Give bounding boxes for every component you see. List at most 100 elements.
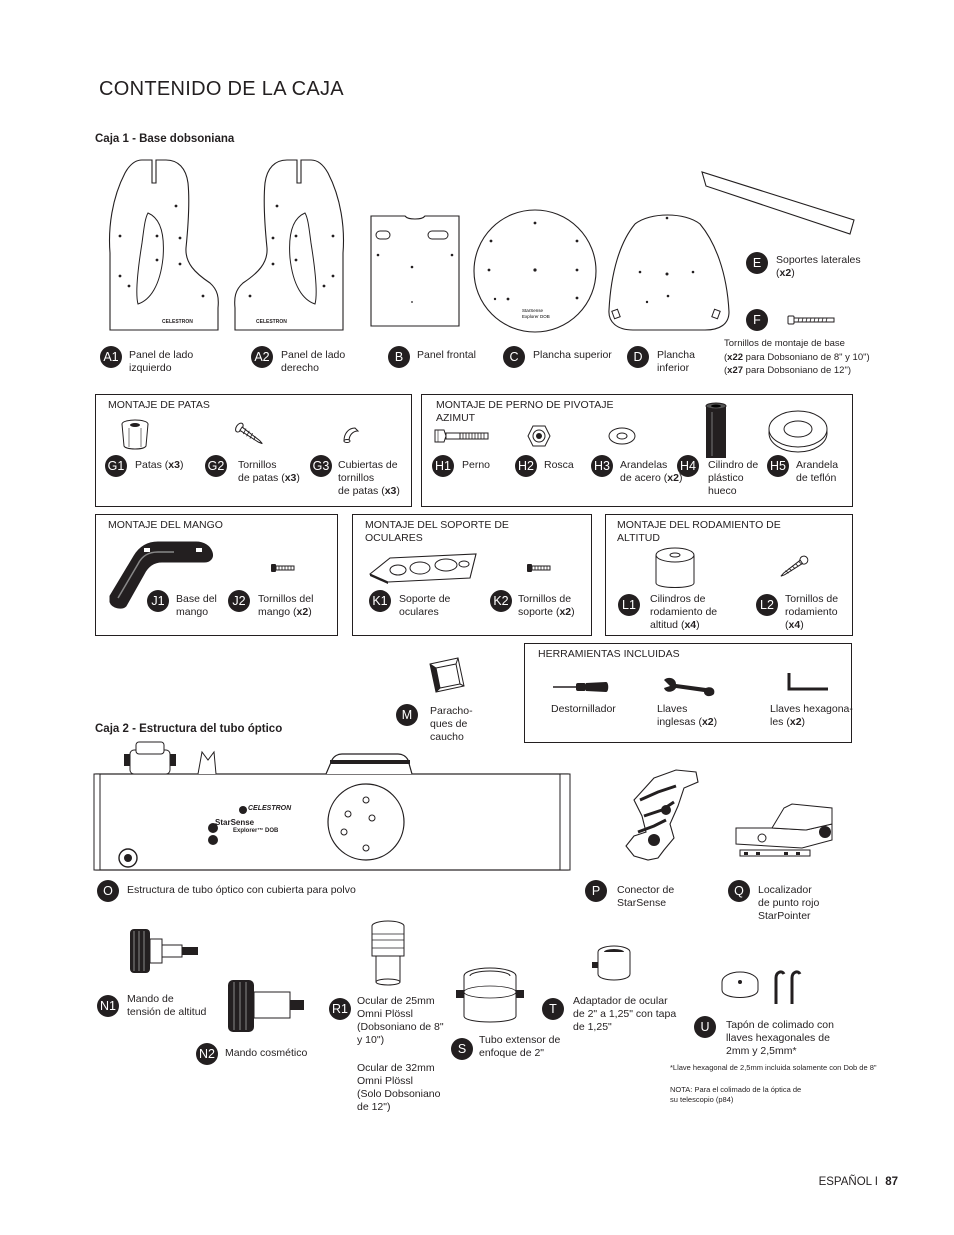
item-label: Arandela de teflón: [796, 459, 839, 484]
item-code-badge: E: [746, 252, 768, 274]
tube-model-line1: StarSense: [215, 818, 255, 827]
item-label: Arandelas de acero (x2): [620, 459, 683, 484]
item-code-badge: N1: [97, 995, 119, 1017]
top-plate-illustration: StarSense Explorer DOB: [473, 209, 597, 333]
item-code-badge: T: [542, 998, 564, 1020]
item-code-badge: H2: [515, 455, 537, 477]
eyepiece-illustration: [371, 920, 405, 986]
box-title: MONTAJE DEL SOPORTE DE OCULARES: [365, 519, 509, 544]
item-label-alt: Ocular de 32mm Omni Plössl (Solo Dobsoni…: [357, 1062, 441, 1113]
bearing-cylinder-illustration: [655, 547, 695, 588]
starpointer-illustration: [735, 803, 833, 857]
item-label: Tornillos de rodamiento (x4): [785, 593, 839, 631]
item-code-badge: A2: [251, 346, 273, 368]
item-label: Tapón de colimado con llaves hexagonales…: [726, 1019, 834, 1057]
page-number: 87: [885, 1176, 898, 1188]
hex-key-illustration: [787, 673, 828, 691]
azimuth-pivot-box: MONTAJE DE PERNO DE PIVOTAJE AZIMUT: [421, 394, 853, 507]
box-title: MONTAJE DEL RODAMIENTO DE ALTITUD: [617, 519, 781, 544]
focus-extension-tube-illustration: [456, 967, 524, 1023]
item-label: Localizador de punto rojo StarPointer: [758, 884, 820, 922]
footnote-hex-key: *Llave hexagonal de 2,5mm incluida solam…: [670, 1063, 877, 1072]
item-code-badge: P: [585, 880, 607, 902]
screwdriver-illustration: [553, 682, 609, 692]
item-code-badge: S: [451, 1038, 473, 1060]
item-label: Panel frontal: [417, 349, 476, 361]
front-panel-illustration: [370, 215, 460, 327]
page-title: CONTENIDO DE LA CAJA: [99, 78, 344, 100]
tube-brand: CELESTRON: [248, 805, 292, 812]
item-code-badge: Q: [728, 880, 750, 902]
item-label: Adaptador de ocular de 2" a 1,25" con ta…: [573, 995, 677, 1033]
bolt-illustration: [434, 429, 489, 443]
item-code-badge: H4: [677, 455, 699, 477]
eyepiece-tray-illustration: [368, 553, 477, 584]
tray-screw-illustration: [527, 564, 551, 572]
item-code-badge: J1: [147, 590, 169, 612]
item-code-badge: R1: [329, 998, 351, 1020]
item-code-badge: N2: [196, 1043, 218, 1065]
base-screw-illustration: [787, 315, 835, 325]
wrench-illustration: [664, 677, 715, 697]
item-label: Cilindros de rodamiento de altitud (x4): [650, 593, 718, 631]
handle-base-illustration: [109, 541, 213, 609]
item-label: Cubiertas de tornillos de patas (x3): [338, 459, 400, 497]
item-label: Plancha inferior: [657, 349, 695, 374]
box2-subtitle: Caja 2 - Estructura del tubo óptico: [95, 723, 283, 735]
teflon-washer-illustration: [768, 410, 828, 453]
tool-label: Destornillador: [551, 703, 616, 715]
right-side-panel-illustration: [234, 159, 345, 331]
item-code-badge: F: [746, 309, 768, 331]
cosmetic-knob-illustration: [228, 980, 304, 1032]
item-label: Tubo extensor de enfoque de 2": [479, 1034, 561, 1059]
item-code-badge: H3: [591, 455, 613, 477]
item-code-badge: H1: [432, 455, 454, 477]
item-label: Cilindro de plástico hueco: [708, 459, 759, 497]
item-code-badge: L1: [618, 594, 640, 616]
eyepiece-adapter-illustration: [592, 945, 631, 981]
item-code-badge: G2: [205, 455, 227, 477]
svg-text:StarSense: StarSense: [522, 308, 544, 313]
item-label: Soporte de oculares: [399, 593, 451, 618]
collimation-cap-illustration: [721, 970, 802, 1004]
leg-screw-illustration: [235, 422, 263, 445]
tools-box: HERRAMIENTAS INCLUIDAS: [524, 643, 852, 743]
steel-washer-illustration: [608, 427, 636, 445]
box-title: MONTAJE DEL MANGO: [108, 519, 223, 531]
item-code-badge: A1: [100, 346, 122, 368]
bottom-plate-illustration: [608, 214, 730, 331]
leg-foot-illustration: [121, 419, 149, 450]
bearing-screw-illustration: [780, 555, 809, 577]
altitude-bearing-box: MONTAJE DEL RODAMIENTO DE ALTITUD: [605, 514, 853, 636]
tool-label: Llaves inglesas (x2): [657, 703, 718, 728]
tool-label: Llaves hexagona- les (x2): [770, 703, 853, 728]
item-label: Soportes laterales (x2): [776, 254, 861, 279]
box-title: MONTAJE DE PERNO DE PIVOTAJE AZIMUT: [436, 399, 614, 424]
item-code-badge: H5: [767, 455, 789, 477]
item-label: Tornillos de patas (x3): [238, 459, 300, 484]
footer-language: ESPAÑOL I: [818, 1176, 878, 1188]
item-label: Base del mango: [176, 593, 217, 618]
panel-brand: CELESTRON: [162, 319, 193, 325]
optical-tube-illustration: [93, 741, 571, 871]
item-label: Panel de lado derecho: [281, 349, 346, 374]
box1-subtitle: Caja 1 - Base dobsoniana: [95, 133, 235, 145]
item-code-badge: M: [396, 704, 418, 726]
item-label: Mando cosmético: [225, 1047, 308, 1059]
handle-assembly-box: MONTAJE DEL MANGO: [95, 514, 338, 636]
item-code-badge: B: [388, 346, 410, 368]
item-code-badge: U: [694, 1016, 716, 1038]
item-code-badge: L2: [756, 594, 778, 616]
tube-model-line2: Explorer™ DOB: [233, 828, 279, 834]
item-label: Ocular de 25mm Omni Plössl (Dobsoniano d…: [357, 995, 444, 1046]
item-label: Tornillos de soporte (x2): [518, 593, 575, 618]
item-label: Conector de StarSense: [617, 884, 675, 909]
item-code-badge: G1: [105, 455, 127, 477]
screw-cover-illustration: [343, 427, 360, 443]
item-label: Plancha superior: [533, 349, 612, 361]
panel-brand-2: CELESTRON: [256, 319, 287, 325]
eyepiece-tray-box: MONTAJE DEL SOPORTE DE OCULARES: [352, 514, 592, 636]
item-code-badge: G3: [310, 455, 332, 477]
item-code-badge: K1: [369, 590, 391, 612]
item-code-badge: J2: [228, 590, 250, 612]
